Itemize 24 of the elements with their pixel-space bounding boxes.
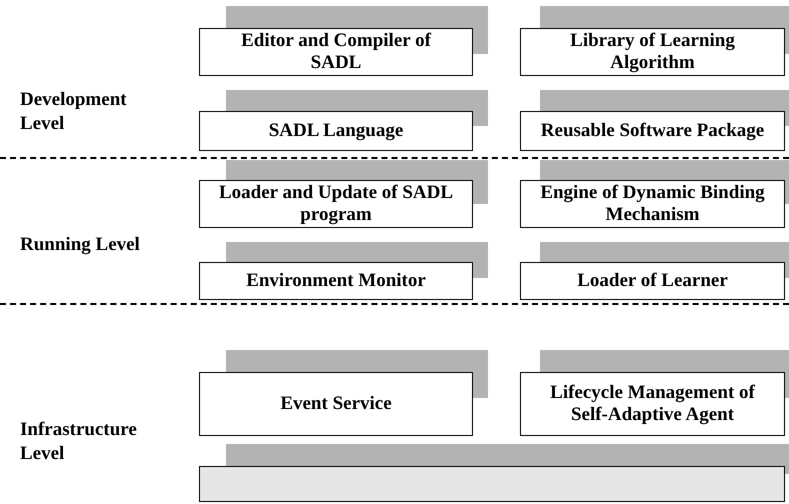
- box-label: Engine of Dynamic Binding Mechanism: [539, 182, 766, 226]
- level-label: Running Level: [20, 233, 141, 257]
- component-box: [520, 28, 785, 76]
- component-box: [520, 372, 785, 436]
- component-box: [199, 262, 473, 300]
- box-label: Lifecycle Management of Self-Adaptive Agent: [549, 382, 756, 426]
- level-label: Infrastructure Level: [20, 418, 138, 466]
- box-label: SADL Language: [268, 120, 404, 142]
- component-box: [199, 111, 473, 151]
- box-label: Library of Learning Algorithm: [569, 30, 736, 74]
- component-box: [199, 372, 473, 436]
- level-label: Development Level: [20, 88, 128, 136]
- box-label: Loader and Update of SADL program: [218, 182, 454, 226]
- box-label: Event Service: [279, 393, 393, 415]
- box-label: Environment Monitor: [245, 270, 427, 292]
- component-box: [520, 111, 785, 151]
- box-label: Editor and Compiler of SADL: [240, 30, 432, 74]
- component-box: [520, 262, 785, 300]
- component-box: [520, 180, 785, 228]
- component-box: [199, 28, 473, 76]
- platform-box: [199, 466, 785, 502]
- box-label: Reusable Software Package: [540, 120, 766, 142]
- box-label: Loader of Learner: [576, 270, 729, 292]
- component-box: [199, 180, 473, 228]
